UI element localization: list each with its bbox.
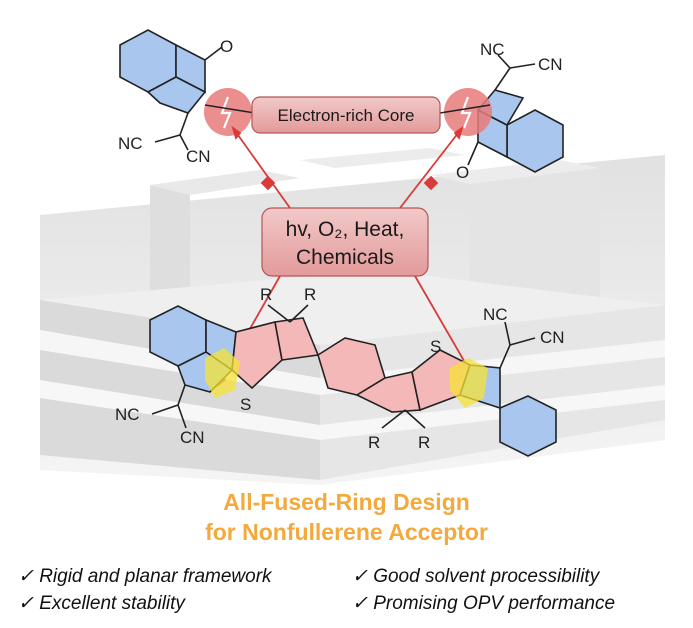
nitrile-label: NC [118, 134, 143, 153]
feature-item: ✓ Good solvent processibility [352, 565, 599, 588]
sulfur-label: S [240, 395, 251, 414]
stress-box-line1: hv, O₂, Heat, [286, 218, 405, 241]
nitrile-label: CN [186, 147, 211, 166]
feature-text: Excellent stability [39, 593, 185, 614]
bolt-icon [220, 96, 232, 129]
nitrile-label: CN [538, 55, 563, 74]
check-icon: ✓ [352, 566, 368, 587]
vulnerable-bond-highlight-right [450, 358, 488, 408]
substituent-label: R [260, 285, 272, 304]
check-icon: ✓ [18, 593, 34, 614]
oxygen-label: O [220, 37, 233, 56]
feature-item: ✓ Rigid and planar framework [18, 565, 272, 588]
feature-item: ✓ Excellent stability [18, 592, 185, 615]
substituent-label: R [304, 285, 316, 304]
nitrile-label: CN [180, 428, 205, 447]
feature-text: Rigid and planar framework [39, 566, 272, 587]
stress-box-line2: Chemicals [296, 246, 394, 269]
film-substrate [40, 148, 665, 485]
bolt-icon [460, 96, 472, 129]
nitrile-label: NC [483, 305, 508, 324]
feature-item: ✓ Promising OPV performance [352, 592, 615, 615]
caption-line2: for Nonfullerene Acceptor [205, 519, 488, 545]
substituent-label: R [368, 433, 380, 452]
core-box-label: Electron-rich Core [278, 106, 415, 125]
substituent-label: R [418, 433, 430, 452]
stress-box: hv, O₂, Heat, Chemicals [261, 207, 429, 277]
feature-text: Good solvent processibility [373, 566, 600, 587]
check-icon: ✓ [352, 593, 368, 614]
nitrile-label: NC [480, 40, 505, 59]
feature-text: Promising OPV performance [373, 593, 616, 614]
core-box: Electron-rich Core [251, 96, 441, 134]
nitrile-label: CN [540, 328, 565, 347]
sulfur-label: S [430, 337, 441, 356]
caption-line1: All-Fused-Ring Design [223, 489, 470, 515]
top-left-end-group [119, 29, 223, 151]
oxygen-label: O [456, 163, 469, 182]
check-icon: ✓ [18, 566, 34, 587]
vulnerable-bond-highlight-left [205, 348, 240, 398]
nitrile-label: NC [115, 405, 140, 424]
top-right-end-group [467, 54, 564, 173]
